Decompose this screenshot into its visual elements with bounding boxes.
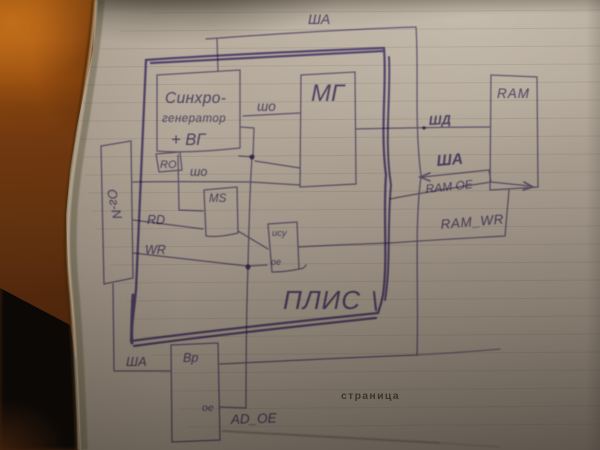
svg-text:шо: шо [257, 99, 276, 114]
svg-text:+ ВГ: + ВГ [171, 131, 206, 149]
svg-text:WR: WR [145, 243, 166, 257]
svg-text:RO: RO [160, 159, 177, 171]
svg-text:Ог-N: Ог-N [104, 188, 125, 221]
svg-text:RAM OE: RAM OE [425, 177, 475, 196]
svg-text:MS: MS [209, 193, 227, 205]
svg-text:страница: страница [341, 390, 400, 402]
svg-text:ША: ША [436, 151, 464, 170]
svg-text:Вр: Вр [183, 351, 198, 365]
svg-text:RAM: RAM [497, 86, 530, 101]
svg-text:ША: ША [126, 354, 147, 369]
svg-text:ису: ису [272, 228, 288, 239]
svg-text:ШД: ШД [428, 112, 451, 128]
svg-text:Синхро-: Синхро- [165, 90, 226, 107]
svg-text:МГ: МГ [311, 80, 346, 107]
svg-text:ое: ое [271, 257, 281, 267]
svg-text:шо: шо [190, 165, 207, 179]
svg-text:генератор: генератор [162, 113, 226, 125]
svg-text:RAM_WR: RAM_WR [440, 212, 505, 232]
svg-text:ША: ША [308, 11, 330, 27]
svg-text:RD: RD [147, 213, 165, 227]
svg-text:ПЛИС: ПЛИС [283, 285, 361, 315]
svg-text:AD_OE: AD_OE [230, 410, 278, 427]
svg-text:ое: ое [202, 402, 214, 414]
